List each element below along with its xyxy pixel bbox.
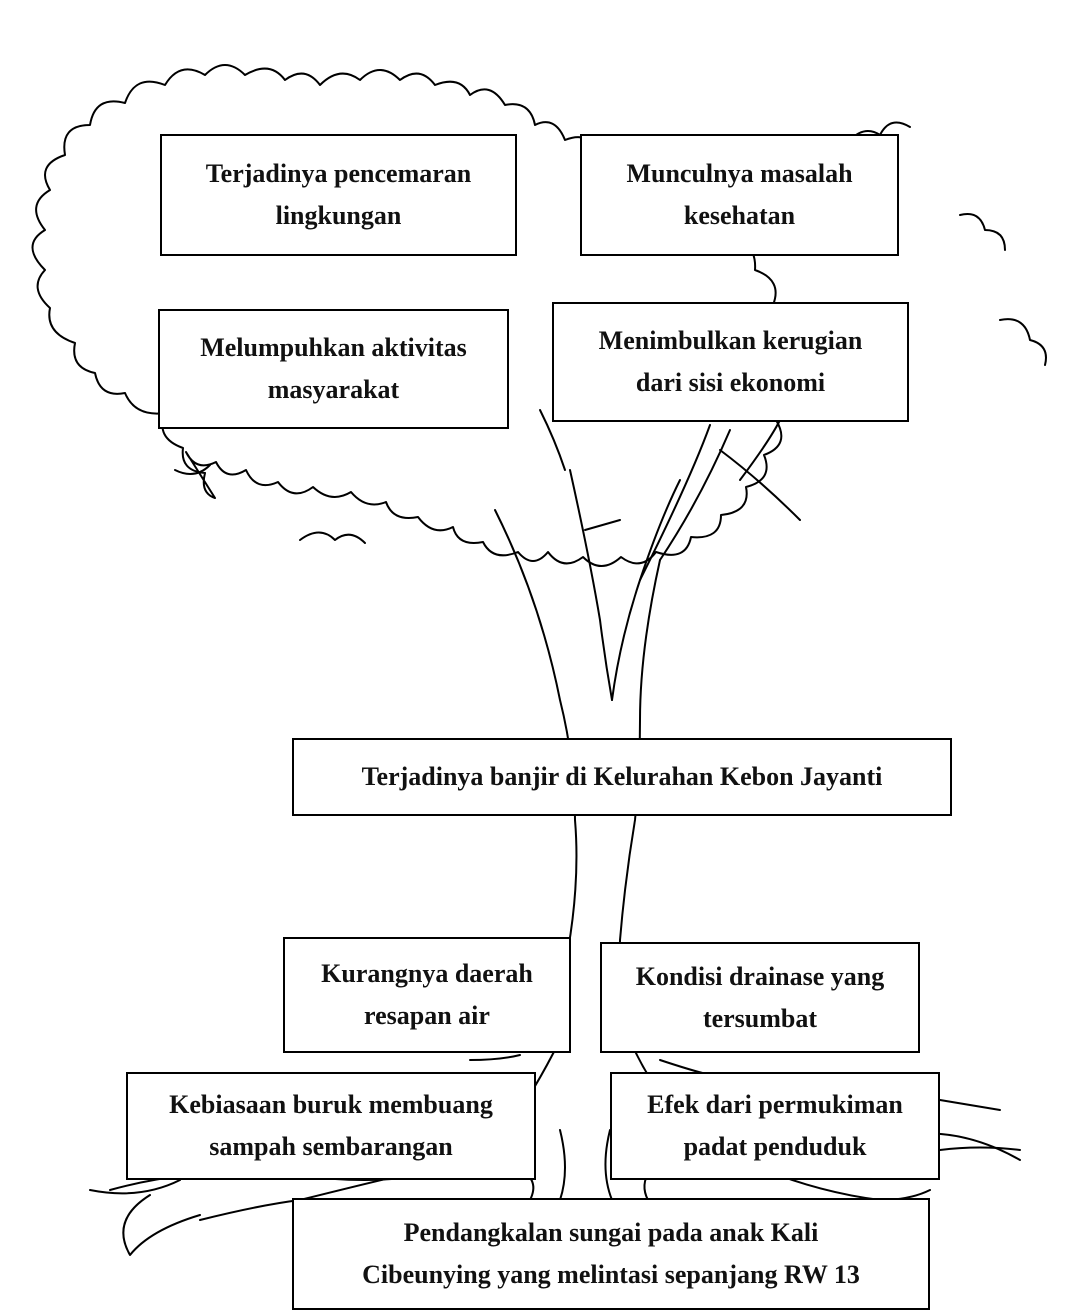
effect-paralysis-text: Melumpuhkan aktivitas masyarakat: [200, 333, 467, 404]
cause-sedimentation-box: Pendangkalan sungai pada anak Kali Cibeu…: [292, 1198, 930, 1310]
core-problem-text: Terjadinya banjir di Kelurahan Kebon Jay…: [361, 762, 883, 791]
effect-pollution-text: Terjadinya pencemaran lingkungan: [205, 159, 472, 230]
cause-littering-box: Kebiasaan buruk membuang sampah sembaran…: [126, 1072, 536, 1180]
effect-health-text: Munculnya masalah kesehatan: [626, 159, 853, 230]
cause-drainage-box: Kondisi drainase yang tersumbat: [600, 942, 920, 1053]
effect-health-box: Munculnya masalah kesehatan: [580, 134, 899, 256]
cause-sedimentation-text: Pendangkalan sungai pada anak Kali Cibeu…: [362, 1218, 860, 1289]
cause-settlement-box: Efek dari permukiman padat penduduk: [610, 1072, 940, 1180]
cause-littering-text: Kebiasaan buruk membuang sampah sembaran…: [169, 1090, 493, 1161]
effect-economic-box: Menimbulkan kerugian dari sisi ekonomi: [552, 302, 909, 422]
cause-infiltration-box: Kurangnya daerah resapan air: [283, 937, 571, 1053]
effect-pollution-box: Terjadinya pencemaran lingkungan: [160, 134, 517, 256]
core-problem-box: Terjadinya banjir di Kelurahan Kebon Jay…: [292, 738, 952, 816]
effect-economic-text: Menimbulkan kerugian dari sisi ekonomi: [598, 326, 863, 397]
effect-paralysis-box: Melumpuhkan aktivitas masyarakat: [158, 309, 509, 429]
cause-drainage-text: Kondisi drainase yang tersumbat: [635, 961, 885, 1033]
cause-infiltration-text: Kurangnya daerah resapan air: [321, 959, 533, 1030]
cause-settlement-text: Efek dari permukiman padat penduduk: [647, 1090, 903, 1161]
